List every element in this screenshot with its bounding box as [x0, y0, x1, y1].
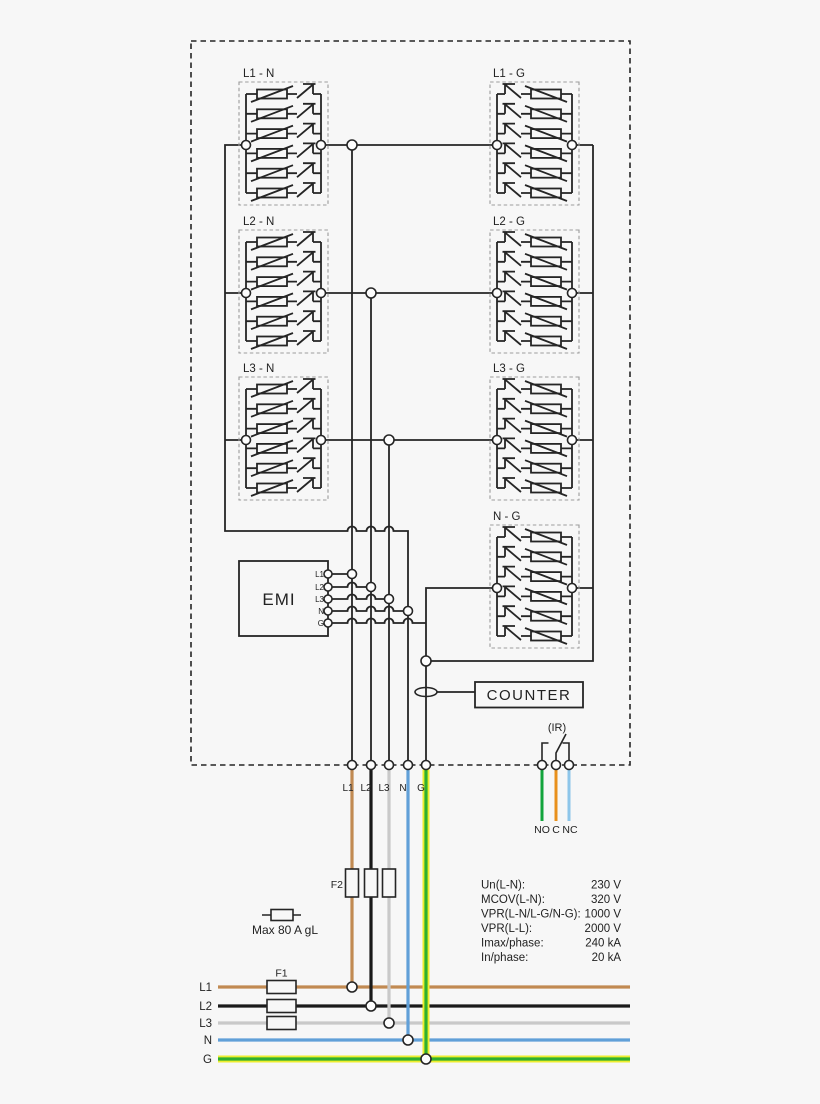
- fuse-f1-label: F1: [275, 968, 287, 980]
- emi-terminal-l3: L3: [315, 595, 324, 604]
- max-fuse-symbol: [270, 908, 294, 922]
- module-label-l3-n: L3 - N: [243, 363, 274, 375]
- terminal-label-g: G: [417, 783, 425, 794]
- terminal-label-n: N: [399, 783, 406, 794]
- junction-dots: [323, 139, 575, 1065]
- relay-contact-c: C: [552, 824, 560, 836]
- spec-label-imax: Imax/phase:: [481, 938, 544, 950]
- labels: L1 - N L2 - N L3 - N L1 - G L2 - G L3 - …: [199, 68, 621, 1066]
- feeder-label-l2: L2: [199, 1001, 212, 1013]
- spec-value-vpr-ln: 1000 V: [585, 909, 622, 921]
- ground-drop-bus: [425, 587, 493, 761]
- spec-value-mcov: 320 V: [591, 894, 621, 906]
- emi-filter-label: EMI: [262, 590, 295, 609]
- module-label-l1-n: L1 - N: [243, 68, 274, 80]
- feeder-label-l1: L1: [199, 982, 212, 994]
- spec-label-in: In/phase:: [481, 952, 528, 964]
- counter-ct-toroid: [414, 686, 438, 698]
- emi-terminal-n: N: [318, 607, 324, 616]
- module-label-l3-g: L3 - G: [493, 363, 525, 375]
- spec-label-mcov: MCOV(L-N):: [481, 894, 545, 906]
- relay-label: (IR): [548, 722, 566, 734]
- counter-label: COUNTER: [487, 687, 572, 704]
- fuse-f1-l2: [266, 998, 297, 1014]
- emi-lead-n: [332, 605, 408, 612]
- spec-label-vpr-ln: VPR(L-N/L-G/N-G):: [481, 909, 581, 921]
- emi-lead-g: [332, 617, 426, 624]
- module-label-n-g: N - G: [493, 511, 521, 523]
- fuse-f2-l3: [381, 868, 397, 898]
- module-label-l2-g: L2 - G: [493, 216, 525, 228]
- spec-value-un: 230 V: [591, 880, 621, 892]
- ground-bus-stubs: [576, 144, 593, 589]
- emi-terminal-l2: L2: [315, 583, 324, 592]
- max-fuse-rating-label: Max 80 A gL: [252, 923, 318, 937]
- emi-lead-l2: [332, 581, 371, 588]
- ground-bus: [430, 145, 594, 662]
- emi-terminal-g: G: [318, 619, 324, 628]
- module-l1-g: [490, 82, 579, 205]
- neutral-bus: [224, 144, 409, 761]
- fuse-f2-l2: [363, 868, 379, 898]
- fuse-f1-l3: [266, 1015, 297, 1031]
- module-label-l2-n: L2 - N: [243, 216, 274, 228]
- module-l3-g: [490, 377, 579, 500]
- spec-value-imax: 240 kA: [585, 938, 621, 950]
- module-l3-n: [239, 377, 328, 500]
- emi-lead-l3: [332, 593, 389, 600]
- terminal-label-l2: L2: [360, 783, 372, 794]
- feeder-label-l3: L3: [199, 1018, 212, 1030]
- fuse-f2-label: F2: [331, 879, 343, 891]
- module-l2-n: [239, 230, 328, 353]
- relay-contact-symbol: [541, 733, 570, 761]
- module-l1-n: [239, 82, 328, 205]
- relay-contact-no: NO: [534, 824, 550, 836]
- spec-value-vpr-ll: 2000 V: [585, 923, 622, 935]
- module-label-l1-g: L1 - G: [493, 68, 525, 80]
- mov-modules: [239, 82, 579, 648]
- module-l2-g: [490, 230, 579, 353]
- fuse-f2-l1: [344, 868, 360, 898]
- spec-value-in: 20 kA: [592, 952, 622, 964]
- feeder-label-n: N: [204, 1035, 212, 1047]
- counter-box: [474, 681, 584, 709]
- terminal-label-l1: L1: [342, 783, 354, 794]
- terminal-label-l3: L3: [378, 783, 390, 794]
- schematic-wires: [224, 144, 594, 761]
- relay-contact-nc: NC: [562, 824, 578, 836]
- feeder-label-g: G: [203, 1054, 212, 1066]
- fuse-f1-l1: [266, 979, 297, 995]
- emi-terminal-l1: L1: [315, 570, 324, 579]
- spec-label-un: Un(L-N):: [481, 880, 525, 892]
- spec-label-vpr-ll: VPR(L-L):: [481, 923, 532, 935]
- module-n-g: [490, 525, 579, 648]
